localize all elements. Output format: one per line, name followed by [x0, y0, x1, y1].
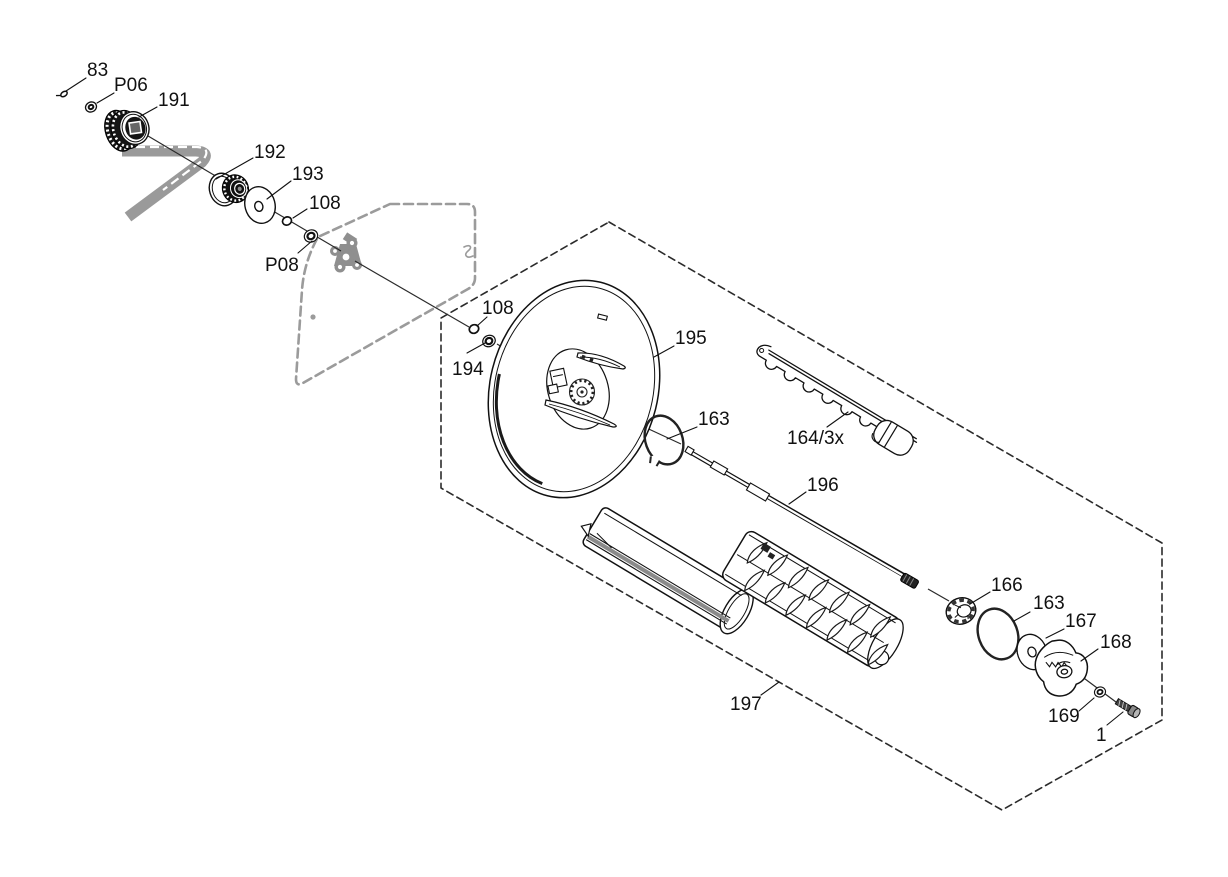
part-labels: 83 P06 191 192 193 108 P08 108 194 195 1… — [87, 60, 1132, 746]
cup-166-drawing — [945, 597, 977, 625]
ring-163-right-drawing — [976, 607, 1020, 661]
star-knob-168-drawing — [1034, 639, 1089, 697]
clip-mark — [463, 244, 474, 258]
pulley-192-drawing — [208, 172, 250, 207]
scalloped-tray-drawing — [722, 530, 904, 670]
assembly-boundary-dashed — [440, 221, 1163, 811]
washer-p06-drawing — [84, 101, 98, 113]
label-168: 168 — [1100, 632, 1132, 653]
label-192: 192 — [254, 142, 286, 163]
label-191: 191 — [158, 90, 190, 111]
hub-bracket — [547, 367, 568, 395]
label-p06: P06 — [114, 75, 148, 96]
drive-belt — [122, 145, 211, 222]
blade-rail-164-drawing — [756, 344, 918, 456]
label-p08: P08 — [265, 255, 299, 276]
label-108a: 108 — [309, 193, 341, 214]
label-166: 166 — [991, 575, 1023, 596]
leader-lines — [65, 77, 1124, 726]
oring-108-mid-drawing — [468, 323, 480, 335]
label-197: 197 — [730, 694, 762, 715]
screw-1-drawing — [1114, 698, 1141, 719]
label-194: 194 — [452, 359, 484, 380]
screw-83-drawing — [55, 90, 68, 98]
panel-dot — [310, 314, 316, 320]
washer-169-drawing — [1093, 686, 1107, 698]
washer-194-drawing — [482, 334, 496, 348]
label-195: 195 — [675, 328, 707, 349]
washer-p08-drawing — [303, 229, 319, 243]
shaft-threaded-tip — [900, 572, 919, 589]
label-193: 193 — [292, 164, 324, 185]
label-164: 164/3x — [787, 428, 845, 449]
hub-blade-upper — [576, 352, 626, 370]
oring-108-left-drawing — [281, 216, 293, 226]
hub-gear — [568, 378, 596, 406]
pulley-191-drawing — [104, 109, 150, 152]
label-108b: 108 — [482, 298, 514, 319]
label-163b: 163 — [1033, 593, 1065, 614]
hub-blade-lower-inner — [548, 403, 611, 426]
label-83: 83 — [87, 60, 108, 81]
label-196: 196 — [807, 475, 839, 496]
label-1: 1 — [1096, 725, 1107, 746]
drum-housing-drawing — [580, 507, 754, 635]
washer-193-drawing — [244, 186, 276, 224]
disc-slot-mark — [596, 313, 609, 321]
disc-195-drawing — [487, 279, 661, 499]
label-167: 167 — [1065, 611, 1097, 632]
cover-panel-outline — [294, 202, 477, 386]
label-163a: 163 — [698, 409, 730, 430]
tensioner-bracket-silhouette — [330, 232, 362, 273]
label-169: 169 — [1048, 706, 1080, 727]
shaft-196-drawing — [684, 445, 919, 589]
